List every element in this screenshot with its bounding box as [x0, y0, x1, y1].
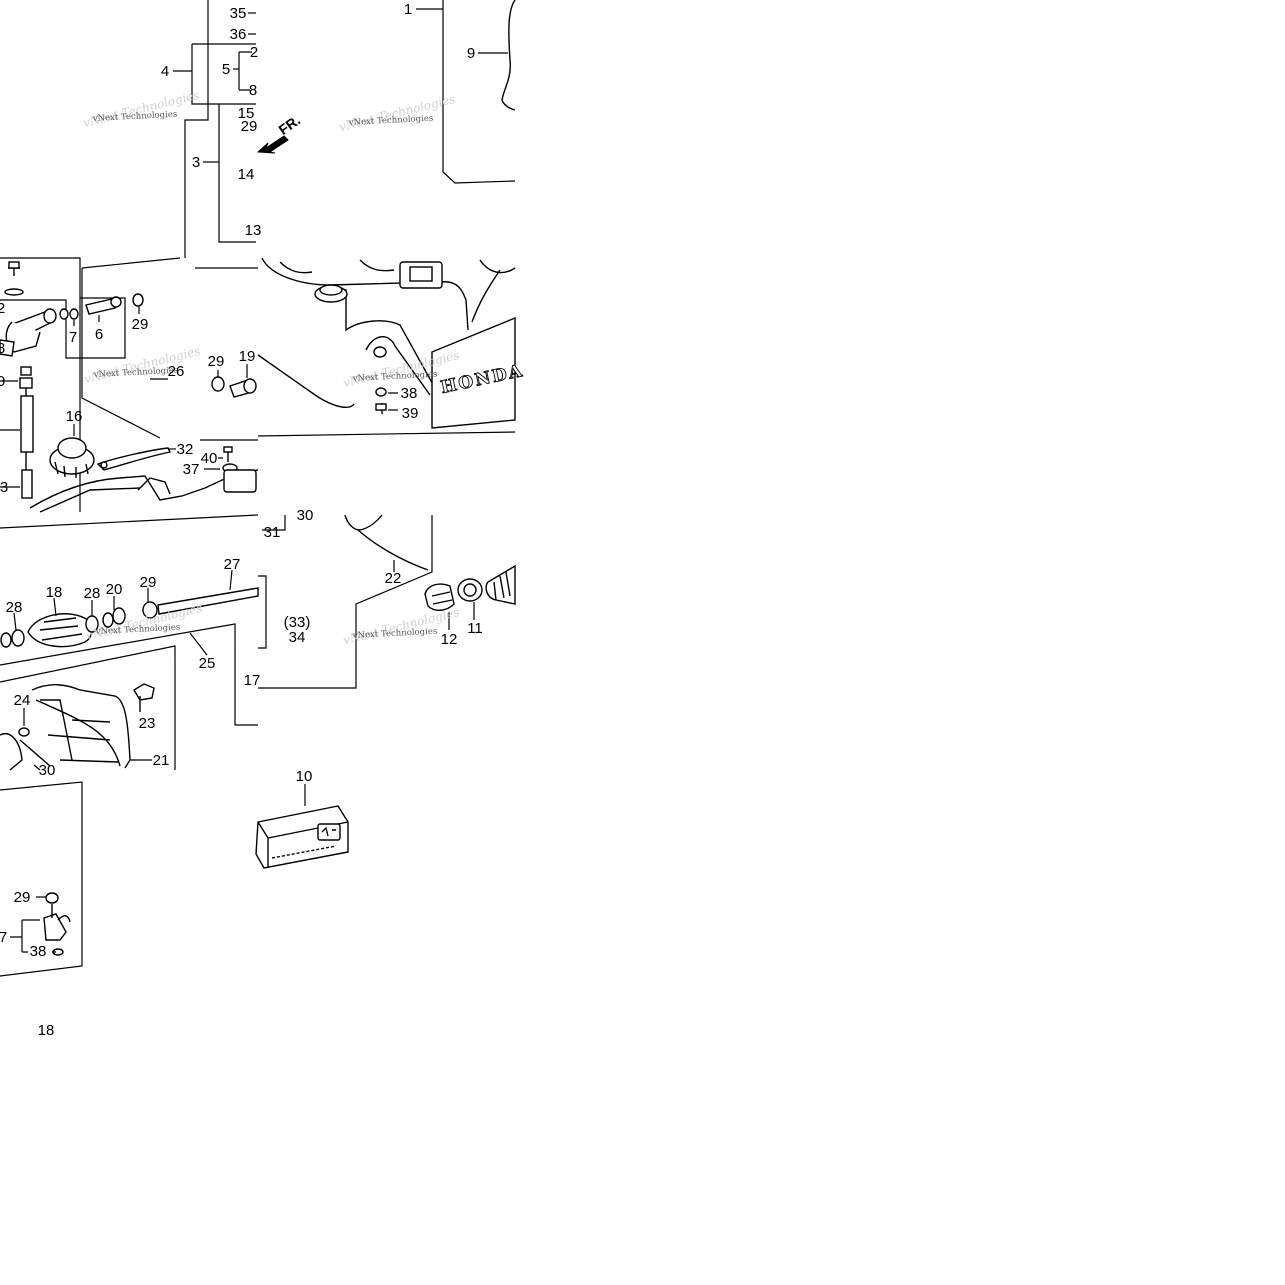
part-number-label: 3: [0, 479, 8, 496]
tile-fuel-line: [0, 514, 433, 771]
front-arrow-icon: [256, 135, 289, 154]
watermark-text: vNext Technologies: [92, 110, 178, 124]
tile-tank-body: HONDA: [257, 257, 526, 437]
part-number-label: 17: [244, 672, 261, 689]
watermark-text: vNext Technologies: [352, 370, 438, 384]
part-number-label: 31: [264, 524, 281, 541]
part-number-label: 29: [241, 118, 258, 135]
part-number-label: 20: [106, 581, 123, 598]
part-number-label: 13: [245, 222, 262, 239]
part-number-label: 9: [467, 45, 475, 62]
part-number-label: 28: [84, 585, 101, 602]
part-number-label: 37: [183, 461, 200, 478]
part-number-label: 36: [230, 26, 247, 43]
part-number-label: 29: [140, 574, 157, 591]
bolt-icon: [8, 261, 20, 276]
tile-hose-group: [29, 257, 259, 513]
tile-fuel-cock-group: [0, 257, 144, 512]
part-number-label: 27: [224, 556, 241, 573]
part-number-label: 2: [0, 300, 5, 317]
part-number-label: 32: [177, 441, 194, 458]
part-number-label: 10: [296, 768, 313, 785]
part-number-label: 24: [14, 692, 31, 709]
part-number-label: 18: [46, 584, 63, 601]
watermark-text: vNext Technologies: [95, 623, 181, 637]
part-number-label: 6: [95, 326, 103, 343]
primer-bulb-icon: [27, 613, 93, 648]
tile-connector: [344, 514, 516, 630]
filter-tube-icon: [19, 366, 34, 499]
connector-cap-icon: [424, 583, 455, 611]
part-number-label: 21: [153, 752, 170, 769]
fuel-cock-icon: [0, 308, 57, 357]
part-number-label: 0: [0, 373, 5, 390]
strainer-icon: [229, 378, 257, 398]
honda-panel: HONDA: [431, 316, 526, 429]
filler-cap-icon: [49, 437, 95, 478]
watermark-text: vNext Technologies: [93, 366, 179, 380]
decal-panel-icon: [255, 805, 349, 869]
part-number-label: 7: [0, 929, 7, 946]
part-number-label: 22: [385, 570, 402, 587]
tile-vent-assembly: [0, 781, 83, 977]
part-number-label: 23: [139, 715, 156, 732]
part-number-label: 12: [441, 631, 458, 648]
part-number-label: 19: [239, 348, 256, 365]
part-number-label: 18: [38, 1022, 55, 1039]
part-number-label: 30: [297, 507, 314, 524]
part-number-label: 34: [289, 629, 306, 646]
part-number-label: 28: [6, 599, 23, 616]
watermark-text: vNext Technologies: [352, 627, 438, 641]
part-number-label: 11: [467, 620, 483, 637]
watermark-ghost-text: vNext Technologies: [338, 92, 457, 134]
part-number-label: 39: [402, 405, 419, 422]
part-number-label: 30: [39, 762, 56, 779]
part-number-label: 38: [401, 385, 418, 402]
part-number-label: 8: [249, 82, 257, 99]
part-number-label: 26: [168, 363, 185, 380]
part-number-label: 38: [30, 943, 47, 960]
watermark-text: vNext Technologies: [348, 114, 434, 128]
part-number-label: 3: [192, 154, 200, 171]
part-number-label: 8: [0, 340, 5, 357]
part-number-label: 25: [199, 655, 216, 672]
tile-tank-outline: [416, 0, 516, 184]
joint-icon: [85, 296, 122, 315]
part-number-label: 15: [238, 105, 255, 122]
part-number-label: 2: [250, 44, 258, 61]
part-number-label: 40: [201, 450, 218, 467]
part-number-label: 35: [230, 5, 247, 22]
part-number-label: 4: [161, 63, 169, 80]
part-number-label: 5: [222, 61, 230, 78]
part-number-label: 29: [208, 353, 225, 370]
part-number-label: (33): [284, 614, 311, 631]
part-number-label: 16: [66, 408, 83, 425]
watermark-ghost-text: vNext Technologies: [82, 88, 201, 130]
seal-ring-icon: [457, 578, 483, 602]
connector-icon: [0, 601, 158, 648]
watermark-layer: vNext Technologies vNext Technologies vNex…: [82, 88, 461, 647]
vent-cock-icon: [43, 904, 71, 941]
part-number-label: 1: [404, 1, 412, 18]
tank-cover-icon: [0, 684, 131, 771]
drain-screw-icon: [133, 683, 155, 712]
part-number-label: 14: [238, 166, 255, 183]
tile-label-panel: [255, 784, 349, 869]
tank-filler-neck-icon: [314, 284, 348, 303]
part-number-label: 29: [14, 889, 31, 906]
hose-fitting-icon: [485, 564, 516, 605]
part-number-label: 7: [69, 329, 77, 346]
part-number-label: 29: [132, 316, 149, 333]
front-direction-label: FR.: [275, 112, 303, 138]
